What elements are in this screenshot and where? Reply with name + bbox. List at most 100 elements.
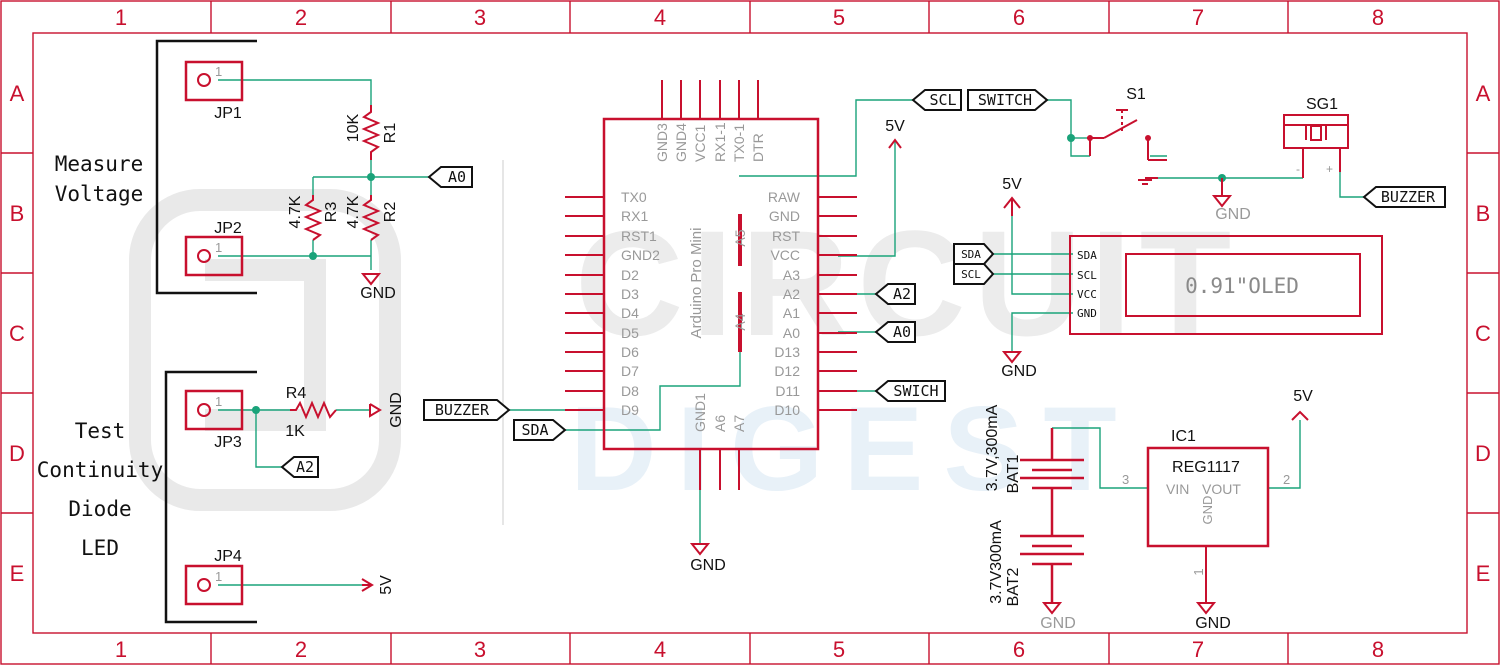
arduino-pin-label: D10 <box>774 402 800 418</box>
arduino-pin-label: RST1 <box>621 228 657 244</box>
buzzer-crystal-icon <box>1310 125 1322 141</box>
regulator-vin: VIN <box>1166 481 1189 497</box>
col-label: 4 <box>654 637 666 662</box>
arduino-pin-label: TX0-1 <box>731 124 747 162</box>
gnd-icon <box>689 543 711 556</box>
net-sda-tag: SDA <box>521 421 548 439</box>
gnd-icon <box>1041 602 1063 615</box>
arduino-pin-label: A1 <box>783 305 800 321</box>
arduino-pin-label: GND1 <box>692 393 708 432</box>
frame-labels: 1 2 3 4 5 6 7 8 1 2 3 4 5 6 7 8 A B C D … <box>9 5 1491 662</box>
arduino-pin-label: RX1 <box>621 208 648 224</box>
gnd-label: GND <box>1040 615 1076 632</box>
col-label: 8 <box>1372 637 1384 662</box>
arrow-5v-icon <box>361 578 374 592</box>
r3-value: 4.7K <box>287 195 304 228</box>
arduino-pin-label: DTR <box>750 133 766 162</box>
oled-pin-label: VCC <box>1077 288 1097 301</box>
net-scl-tag: SCL <box>961 268 981 281</box>
gnd-icon <box>1001 351 1023 364</box>
net-a0-tag: A0 <box>893 323 911 341</box>
row-label: D <box>9 441 25 466</box>
col-label: 3 <box>474 637 486 662</box>
arduino-pin-label: VCC <box>770 247 800 263</box>
switch-lever-icon <box>1103 119 1138 139</box>
arrow-5v-icon <box>888 138 902 149</box>
bat1-label: BAT1 <box>1005 454 1022 493</box>
group-label: Voltage <box>55 182 144 206</box>
resistor-symbols <box>290 105 381 420</box>
r3-resistor-icon <box>303 195 323 241</box>
r1-resistor-icon <box>361 105 381 160</box>
gnd-icon <box>1195 602 1217 615</box>
gnd-icon <box>369 403 382 418</box>
r4-value: 1K <box>285 423 305 440</box>
group-brackets <box>155 39 257 624</box>
jp1-pin: 1 <box>215 64 222 79</box>
arduino-a4-label: A4 <box>732 313 748 330</box>
jp1-connector: 1 JP1 <box>184 60 244 122</box>
row-label: C <box>1475 321 1491 346</box>
col-label: 3 <box>474 5 486 30</box>
col-label: 6 <box>1013 637 1025 662</box>
gnd-label: GND <box>1195 615 1231 632</box>
arduino-pin-label: GND3 <box>654 123 670 162</box>
gnd-label: GND <box>1215 206 1251 223</box>
oled-pin-label: GND <box>1077 307 1097 320</box>
r4-resistor-icon <box>290 400 337 420</box>
col-label: 1 <box>115 637 127 662</box>
r4-label: R4 <box>286 385 307 402</box>
net-switch-tag: SWITCH <box>978 91 1032 109</box>
arduino-pin-label: D13 <box>774 344 800 360</box>
regulator-pin: 2 <box>1283 472 1290 487</box>
arduino-pin-label: A2 <box>783 286 800 302</box>
net-scl-tag: SCL <box>929 91 956 109</box>
jp3-pin: 1 <box>215 394 222 409</box>
col-label: 2 <box>295 637 307 662</box>
group-label: Test <box>75 419 126 443</box>
gnd-icon <box>360 273 382 286</box>
bat2-label: BAT2 <box>1005 567 1022 606</box>
jp4-pin: 1 <box>215 569 222 584</box>
arduino-pin-label: D4 <box>621 305 639 321</box>
jp2-pin: 1 <box>215 240 222 255</box>
net-a2-tag: A2 <box>893 285 911 303</box>
row-label: B <box>1476 201 1491 226</box>
gnd-label: GND <box>360 285 396 302</box>
net-sda-tag: SDA <box>961 248 981 261</box>
buzzer-plus: + <box>1326 162 1333 176</box>
jp2-connector: 1 JP2 <box>184 220 244 277</box>
arduino-pin-label: A6 <box>712 415 728 432</box>
jp1-label: JP1 <box>214 105 242 122</box>
arduino-pins <box>565 80 857 490</box>
row-label: A <box>10 81 25 106</box>
group-label: LED <box>81 536 119 560</box>
arduino-pin-label: GND2 <box>621 247 660 263</box>
switch-label: S1 <box>1126 86 1146 103</box>
col-label: 2 <box>295 5 307 30</box>
arduino-pin-label: D2 <box>621 267 639 283</box>
arduino-pin-label: GND <box>769 208 800 224</box>
bat2-value: 3.7V300mA <box>988 520 1005 604</box>
arduino-pin-label: D12 <box>774 363 800 379</box>
arduino-pin-label: A7 <box>731 415 747 432</box>
net-tags <box>280 89 1446 478</box>
arduino-pin-label: D5 <box>621 325 639 341</box>
batteries <box>1020 428 1084 603</box>
row-label: A <box>1476 81 1491 106</box>
arduino-pin-label: D8 <box>621 383 639 399</box>
arduino-pin-label: RX1-1 <box>712 122 728 162</box>
arduino-pin-label: RAW <box>768 189 801 205</box>
arduino-a5-label: A5 <box>732 229 748 246</box>
r3-label: R3 <box>323 202 340 223</box>
net-swich-tag: SWICH <box>893 382 938 400</box>
jp3-label: JP3 <box>214 434 242 451</box>
oled-pin-label: SCL <box>1077 269 1097 282</box>
r1-value: 10K <box>345 113 362 142</box>
regulator-ic1 <box>1146 446 1270 603</box>
arduino-pin-label: D7 <box>621 363 639 379</box>
regulator-vout: VOUT <box>1202 481 1241 497</box>
regulator-gnd: GND <box>1200 496 1215 525</box>
